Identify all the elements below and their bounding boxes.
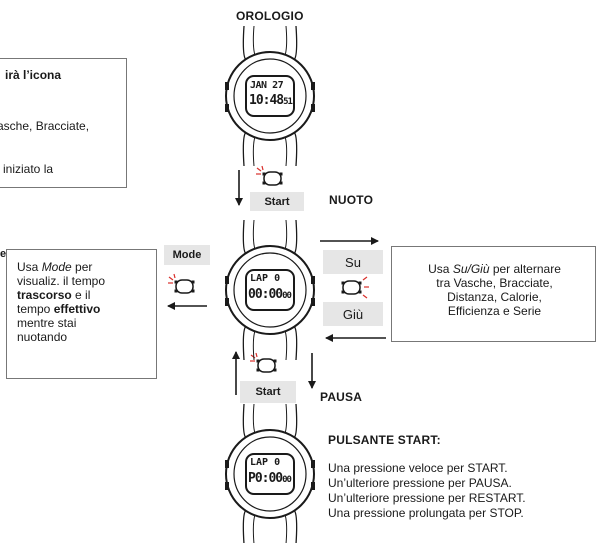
watch2-screen-top: LAP 0 (250, 273, 281, 284)
giu-label: Giù (323, 302, 383, 326)
su-giu-info-box: Usa Su/Giù per alternare tra Vasche, Bra… (391, 246, 596, 342)
mode-line-3: trascorso e il (17, 288, 91, 302)
su-giu-line-4: Efficienza e Serie (447, 304, 542, 318)
left-edge-label: e (0, 248, 7, 260)
button-press-icon-mode (168, 273, 195, 294)
info-line-2: asche, Bracciate, (0, 119, 90, 133)
su-label: Su (323, 250, 383, 274)
start-info-line-3: Un’ulteriore pressione per RESTART. (328, 491, 526, 505)
watch-nuoto (225, 219, 315, 361)
info-box-left-top: irà l’icona asche, Bracciate, iniziato l… (0, 58, 127, 188)
mode-line-4: tempo effettivo (17, 302, 101, 316)
button-press-icon-start-1 (256, 165, 283, 186)
mode-info-box: Usa Mode per visualiz. il tempo trascors… (6, 249, 157, 379)
watch1-screen-bottom: 10:4851 (249, 93, 293, 108)
watch3-screen-bottom: P0:0000 (248, 471, 292, 486)
mode-line-2: visualiz. il tempo (17, 274, 106, 288)
info-line-3: iniziato la (3, 162, 54, 176)
mode-line-1: Usa Mode per (17, 260, 93, 274)
header-nuoto: NUOTO (329, 193, 374, 207)
mode-line-5: mentre stai (17, 316, 77, 330)
header-pulsante-start: PULSANTE START: (328, 433, 441, 447)
su-giu-line-1: Usa Su/Giù per alternare (428, 262, 561, 276)
header-orologio: OROLOGIO (236, 9, 304, 23)
mode-line-6: nuotando (17, 330, 68, 344)
start-label-1: Start (250, 192, 304, 211)
start-info-line-2: Un’ulteriore pressione per PAUSA. (328, 476, 512, 490)
mode-label: Mode (164, 245, 210, 265)
watch1-screen-top: JAN 27 (250, 80, 284, 91)
su-giu-line-3: Distanza, Calorie, (447, 290, 542, 304)
button-press-icon-start-2 (250, 352, 277, 373)
watch2-screen-bottom: 00:0000 (248, 287, 292, 302)
header-pausa: PAUSA (320, 390, 363, 404)
watch3-screen-top: LAP 0 (250, 457, 281, 468)
button-press-icon-su-giu (341, 276, 369, 299)
watch-pausa (225, 403, 315, 543)
start-info-line-4: Una pressione prolungata per STOP. (328, 506, 524, 520)
watch-orologio (225, 25, 315, 167)
su-giu-line-2: tra Vasche, Bracciate, (436, 276, 553, 290)
start-info-line-1: Una pressione veloce per START. (328, 461, 508, 475)
start-label-2: Start (240, 381, 296, 403)
info-line-1: irà l’icona (5, 68, 62, 82)
